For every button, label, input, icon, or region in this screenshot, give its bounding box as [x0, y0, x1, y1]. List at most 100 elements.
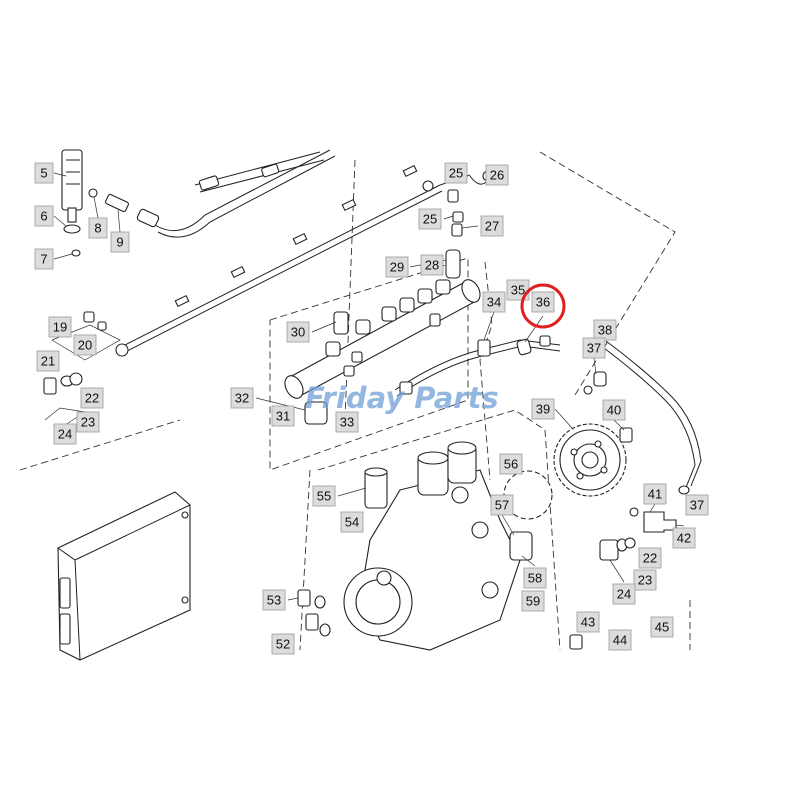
callout-box	[638, 547, 662, 569]
ecu-module	[57, 491, 191, 661]
callout-number: 27	[485, 219, 499, 234]
callout-lbl-22b: 22	[638, 547, 662, 569]
injector-assembly	[61, 149, 160, 257]
watermark-text: Friday Parts	[305, 381, 499, 415]
callout-lbl-32: 32	[230, 387, 254, 409]
callout-box	[34, 248, 54, 270]
callout-box	[602, 399, 626, 421]
callout-box	[643, 483, 667, 505]
callout-box	[420, 254, 444, 276]
callout-lbl-25b: 25	[418, 208, 442, 230]
callout-box	[34, 205, 54, 227]
callout-lbl-44: 44	[608, 629, 632, 651]
callout-lbl-39: 39	[531, 398, 555, 420]
callout-number: 21	[41, 354, 55, 369]
callout-lbl-29: 29	[385, 256, 409, 278]
callout-number: 24	[58, 427, 72, 442]
callout-lbl-54: 54	[340, 511, 364, 533]
callout-lbl-57: 57	[490, 494, 514, 516]
callout-number: 28	[425, 258, 439, 273]
callout-box	[499, 453, 523, 475]
callout-lbl-23: 23	[76, 411, 100, 433]
callout-lbl-9: 9	[110, 231, 130, 253]
callout-number: 9	[116, 235, 123, 250]
callout-box	[271, 405, 295, 427]
hp-line	[394, 335, 561, 397]
callout-lbl-55: 55	[312, 485, 336, 507]
callout-number: 19	[53, 320, 67, 335]
callout-number: 8	[94, 221, 101, 236]
callout-lbl-41: 41	[643, 483, 667, 505]
callout-number: 44	[613, 633, 627, 648]
callout-box	[444, 162, 468, 184]
callout-lbl-26: 26	[485, 164, 509, 186]
fittings-right	[569, 507, 677, 650]
callout-box	[531, 398, 555, 420]
callout-number: 24	[617, 587, 631, 602]
callout-lbl-20: 20	[73, 334, 97, 356]
fuel-rail	[284, 279, 481, 425]
callout-lbl-52: 52	[271, 633, 295, 655]
callout-number: 6	[40, 209, 47, 224]
callout-box	[73, 334, 97, 356]
callout-lbl-21: 21	[36, 350, 60, 372]
callout-lbl-8: 8	[88, 217, 108, 239]
callout-box	[633, 569, 657, 591]
callout-number: 55	[317, 489, 331, 504]
callout-lbl-36: 36	[531, 291, 555, 313]
callout-lbl-40: 40	[602, 399, 626, 421]
callout-number: 30	[291, 325, 305, 340]
callout-number: 54	[345, 515, 359, 530]
callout-number: 57	[495, 498, 509, 513]
callout-box	[76, 411, 100, 433]
callout-box	[482, 291, 506, 313]
callout-number: 38	[598, 323, 612, 338]
callout-lbl-28: 28	[420, 254, 444, 276]
callout-lbl-24b: 24	[612, 583, 636, 605]
return-line	[583, 340, 702, 495]
callout-box	[521, 590, 545, 612]
callout-box	[80, 387, 104, 409]
callout-box	[335, 411, 359, 433]
callout-box	[286, 321, 310, 343]
callout-box	[312, 485, 336, 507]
callout-lbl-19: 19	[48, 316, 72, 338]
callout-lbl-38: 38	[593, 319, 617, 341]
callout-number: 29	[390, 260, 404, 275]
callout-lbl-23b: 23	[633, 569, 657, 591]
callout-box	[576, 611, 600, 633]
callout-number: 53	[267, 593, 281, 608]
callout-box	[88, 217, 108, 239]
callout-lbl-42: 42	[672, 527, 696, 549]
callout-box	[672, 527, 696, 549]
callout-lbl-5: 5	[34, 162, 54, 184]
highlight-circle	[520, 283, 566, 329]
callout-lbl-6: 6	[34, 205, 54, 227]
callout-number: 20	[78, 338, 92, 353]
callout-number: 35	[511, 283, 525, 298]
callout-number: 23	[638, 573, 652, 588]
callout-box	[523, 567, 547, 589]
callout-number: 7	[40, 252, 47, 267]
callout-number: 41	[648, 487, 662, 502]
callout-box	[340, 511, 364, 533]
callout-number: 5	[40, 166, 47, 181]
callout-box	[650, 616, 674, 638]
callout-number: 37	[690, 498, 704, 513]
callout-lbl-30: 30	[286, 321, 310, 343]
callout-lbl-24: 24	[53, 423, 77, 445]
callout-number: 31	[276, 409, 290, 424]
callout-lbl-37a: 37	[582, 337, 606, 359]
callout-box	[490, 494, 514, 516]
callout-box	[262, 589, 286, 611]
callout-box	[385, 256, 409, 278]
callout-box	[582, 337, 606, 359]
callout-number: 32	[235, 391, 249, 406]
callout-lbl-7: 7	[34, 248, 54, 270]
callout-box	[418, 208, 442, 230]
callout-box	[485, 164, 509, 186]
callout-box	[230, 387, 254, 409]
callout-lbl-22: 22	[80, 387, 104, 409]
callout-number: 26	[490, 168, 504, 183]
